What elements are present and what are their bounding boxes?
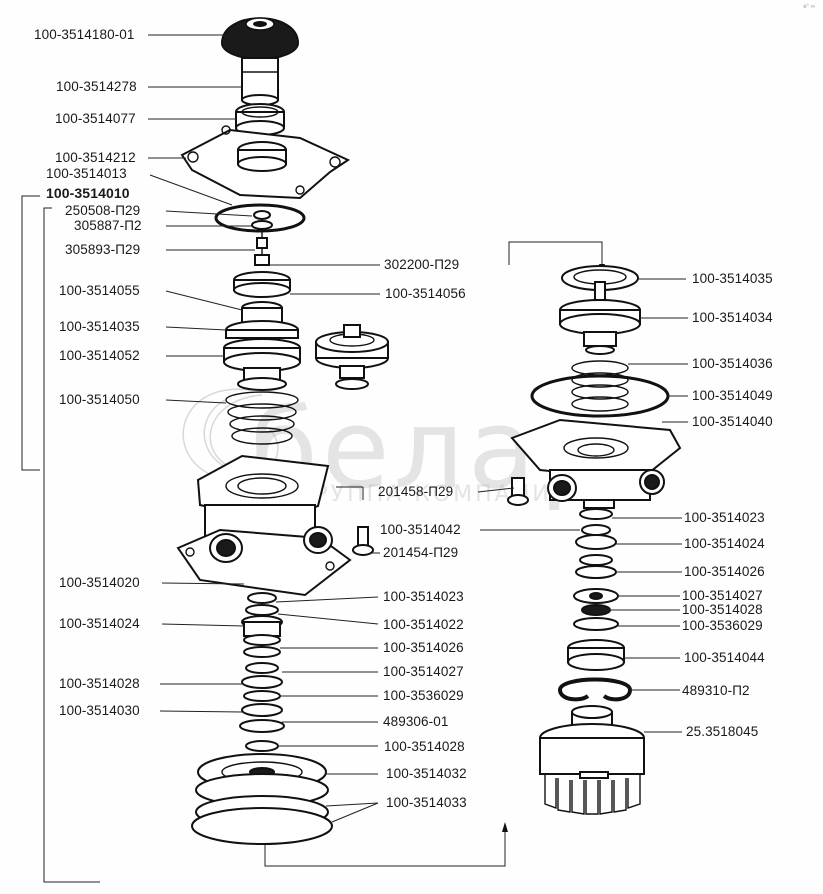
part-label[interactable]: 100-3514027 [682, 588, 763, 603]
part-label[interactable]: 100-3514044 [684, 650, 765, 665]
part-label[interactable]: 100-3514040 [692, 414, 773, 429]
part-label[interactable]: 100-3514028 [682, 602, 763, 617]
plunger-part [241, 57, 279, 106]
part-label[interactable]: 100-3514033 [386, 795, 467, 810]
part-label[interactable]: 100-3536029 [682, 618, 763, 633]
part-label[interactable]: 489310-П2 [682, 683, 750, 698]
part-label[interactable]: 100-3514013 [46, 166, 127, 181]
part-label[interactable]: 100-3514278 [56, 79, 137, 94]
part-label[interactable]: 100-3514032 [386, 766, 467, 781]
flange-plate-part [180, 125, 351, 200]
part-label[interactable]: 302200-П29 [384, 257, 460, 272]
filter-housing-part [539, 705, 645, 815]
part-label[interactable]: 100-3514049 [692, 388, 773, 403]
part-label[interactable]: 100-3514026 [383, 640, 464, 655]
assembly-number[interactable]: 100-3514010 [46, 185, 130, 201]
leader-lines [148, 34, 688, 823]
part-label[interactable]: 100-3514024 [59, 616, 140, 631]
right-lower-stack-part [567, 508, 625, 671]
right-piston-part [559, 299, 641, 355]
part-label[interactable]: 201458-П29 [378, 484, 454, 499]
bushing-part [235, 103, 285, 136]
right-spring-part [571, 360, 629, 412]
part-label[interactable]: 100-3514022 [383, 617, 464, 632]
upper-piston-part [223, 271, 301, 391]
assembly-bracket [21, 195, 100, 883]
part-label[interactable]: 100-3514028 [59, 676, 140, 691]
screw-part [352, 477, 529, 556]
part-label[interactable]: 100-3514020 [59, 575, 140, 590]
part-label[interactable]: 100-3514027 [383, 664, 464, 679]
spring-part [225, 391, 299, 445]
part-label[interactable]: 100-3514036 [692, 356, 773, 371]
part-label[interactable]: 100-3514030 [59, 703, 140, 718]
part-label[interactable]: 100-3514077 [55, 111, 136, 126]
o-ring-part [214, 203, 306, 233]
part-label[interactable]: 100-3514035 [692, 271, 773, 286]
part-label[interactable]: 100-3514052 [59, 348, 140, 363]
part-label[interactable]: 201454-П29 [383, 545, 459, 560]
part-label[interactable]: 100-3514212 [55, 150, 136, 165]
part-label[interactable]: 250508-П29 [65, 203, 141, 218]
part-label[interactable]: 100-3514180-01 [34, 27, 135, 42]
part-label[interactable]: 100-3536029 [383, 688, 464, 703]
part-label[interactable]: 100-3514026 [684, 564, 765, 579]
nut-part [251, 210, 273, 266]
valve-body-right-part [510, 418, 682, 509]
part-label[interactable]: 305893-П29 [65, 242, 141, 257]
lower-valve-stack-part [239, 592, 285, 733]
retaining-ring-part [558, 677, 633, 702]
corner-mark: e° ∞ [803, 4, 815, 10]
part-label[interactable]: 25.3518045 [686, 724, 759, 739]
part-label[interactable]: 100-3514056 [385, 286, 466, 301]
part-label[interactable]: 100-3514023 [684, 510, 765, 525]
part-label[interactable]: 100-3514034 [692, 310, 773, 325]
part-label[interactable]: 489306-01 [383, 714, 449, 729]
part-label[interactable]: 100-3514024 [684, 536, 765, 551]
part-label[interactable]: 305887-П2 [74, 218, 142, 233]
valve-body-left-part [176, 454, 352, 597]
part-label[interactable]: 100-3514023 [383, 589, 464, 604]
right-upper-disc-part [561, 265, 639, 301]
boot-cap-part [221, 17, 299, 60]
part-label[interactable]: 100-3514055 [59, 283, 140, 298]
part-label[interactable]: 100-3514028 [384, 739, 465, 754]
part-label[interactable]: 100-3514050 [59, 392, 140, 407]
right-gasket-part [530, 374, 670, 418]
bottom-piston-part [191, 740, 333, 845]
part-label[interactable]: 100-3514035 [59, 319, 140, 334]
valve-insert-part [315, 324, 389, 390]
part-label[interactable]: 100-3514042 [380, 522, 461, 537]
